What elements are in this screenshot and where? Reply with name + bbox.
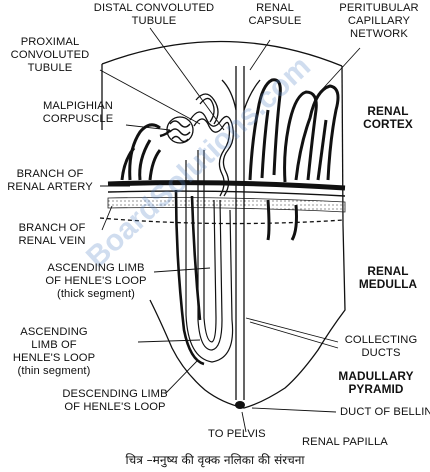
label-to-pelvis: TO PELVIS [208, 428, 266, 440]
renal-vein-branch [107, 197, 346, 213]
label-peritubular-network: PERITUBULAR CAPILLARY NETWORK [339, 2, 419, 40]
label-malpighian-corpuscle: MALPIGHIAN CORPUSCLE [42, 100, 114, 125]
henle-loop [185, 150, 234, 363]
label-renal-medulla: RENAL MEDULLA [358, 264, 418, 291]
label-ascending-limb-thick: ASCENDING LIMB OF HENLE'S LOOP (thick se… [45, 262, 147, 300]
label-descending-limb: DESCENDING LIMB OF HENLE'S LOOP [62, 388, 168, 413]
peritubular-capillaries [120, 78, 340, 241]
label-renal-capsule: RENAL CAPSULE [248, 2, 302, 27]
label-branch-renal-vein: BRANCH OF RENAL VEIN [18, 222, 86, 247]
vasa-recta [174, 189, 205, 366]
label-collecting-ducts: COLLECTING DUCTS [344, 334, 418, 359]
label-medullary-pyramid: MADULLARY PYRAMID [338, 369, 414, 396]
malpighian-corpuscle [159, 116, 194, 144]
papilla-opening [235, 401, 245, 409]
label-proximal-convoluted-tubule: PROXIMAL CONVOLUTED TUBULE [10, 36, 90, 74]
label-branch-renal-artery: BRANCH OF RENAL ARTERY [7, 168, 93, 193]
renal-section-outline [99, 40, 346, 409]
leader-lines [99, 27, 361, 433]
renal-artery-branch [107, 180, 346, 197]
label-duct-of-bellini: DUCT OF BELLINI [340, 406, 430, 418]
label-renal-cortex: RENAL CORTEX [363, 104, 413, 131]
label-distal-convoluted-tubule: DISTAL CONVOLUTED TUBULE [93, 2, 215, 27]
collecting-ducts [221, 66, 261, 400]
distal-convoluted-tubule [195, 93, 219, 125]
label-ascending-limb-thin: ASCENDING LIMB OF HENLE'S LOOP (thin seg… [12, 326, 96, 377]
figure-caption: चित्र –मनुष्य की वृक्क नलिका की संरचना [125, 453, 305, 467]
proximal-convoluted-tubule [189, 111, 234, 197]
label-renal-papilla: RENAL PAPILLA [302, 436, 388, 448]
